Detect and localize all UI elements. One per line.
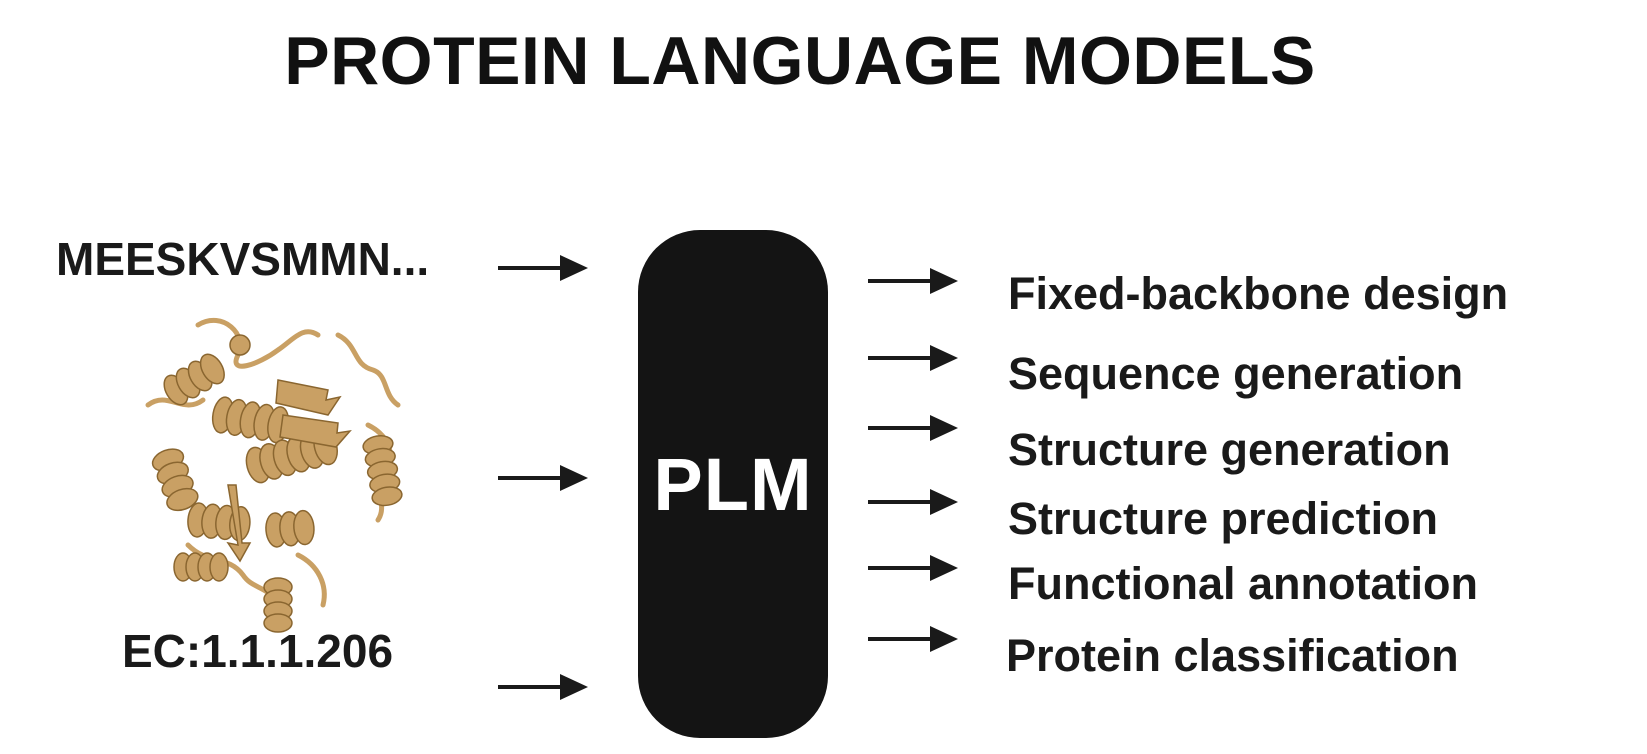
ec-number-label: EC:1.1.1.206 [122, 625, 394, 677]
output-functional-annotation: Functional annotation [1008, 558, 1478, 609]
page-title: PROTEIN LANGUAGE MODELS [284, 23, 1316, 99]
sequence-arrow-icon [498, 255, 588, 281]
plm-label: PLM [653, 442, 813, 526]
protein-structure-icon [145, 317, 403, 633]
sequence-input-label: MEESKVSMMN... [56, 233, 430, 285]
output-structure-generation: Structure generation [1008, 424, 1451, 475]
output-structure-prediction: Structure prediction [1008, 493, 1439, 544]
ec-arrow-icon [498, 674, 588, 700]
output-arrow-icon [868, 268, 958, 294]
output-arrow-icon [868, 555, 958, 581]
output-arrow-icon [868, 415, 958, 441]
plm-model-box: PLM [638, 230, 828, 738]
output-sequence-generation: Sequence generation [1008, 348, 1464, 399]
output-fixed-backbone-design: Fixed-backbone design [1008, 268, 1509, 319]
output-protein-classification: Protein classification [1006, 630, 1459, 681]
output-arrow-icon [868, 345, 958, 371]
structure-arrow-icon [498, 465, 588, 491]
output-arrow-icon [868, 489, 958, 515]
output-arrow-icon [868, 626, 958, 652]
